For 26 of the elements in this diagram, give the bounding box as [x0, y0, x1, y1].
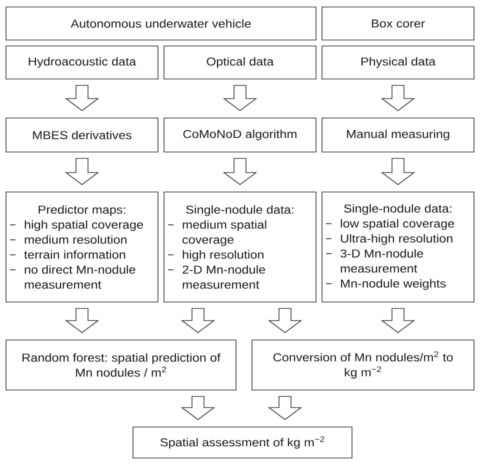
block-arrow	[64, 158, 100, 186]
block-arrow	[380, 85, 416, 112]
list-box: Single-nodule data: low spatial coverage Ultra-high resolution 3-D Mn-nodule measurement Mn-nodule weights	[322, 192, 474, 302]
list-box: Single-nodule data: medium spatial coverage high resolution 2-D Mn-nodule measurement	[164, 192, 316, 302]
list-box: Predictor maps: high spatial coverage medium resolution terrain information no direct Mn-nodule measurement	[6, 192, 158, 302]
block-arrow	[180, 308, 216, 334]
process-box: Random forest: spatial prediction of Mn nodules / m$^{2}$	[6, 340, 236, 390]
process-box: Hydroacoustic data	[6, 46, 158, 80]
block-arrow	[64, 308, 100, 334]
process-box: MBES derivatives	[6, 118, 158, 152]
process-box: Manual measuring	[322, 118, 474, 152]
process-box: Conversion of Mn nodules/m$^{2}$ to kg m$^{−2}$	[252, 340, 474, 390]
block-arrow	[64, 85, 100, 112]
process-box: CoMoNoD algorithm	[164, 118, 316, 152]
process-box: Physical data	[322, 46, 474, 80]
block-arrow	[380, 308, 416, 334]
block-arrow	[380, 158, 416, 186]
block-arrow	[222, 85, 258, 112]
block-arrow	[268, 396, 302, 420]
process-box: Optical data	[164, 46, 316, 80]
process-box: Autonomous underwater vehicle	[6, 6, 316, 40]
block-arrow	[180, 396, 216, 420]
block-arrow	[268, 308, 302, 334]
process-box: Box corer	[322, 6, 474, 40]
block-arrow	[222, 158, 258, 186]
process-box: Spatial assessment of kg m$^{−2}$	[132, 426, 352, 458]
